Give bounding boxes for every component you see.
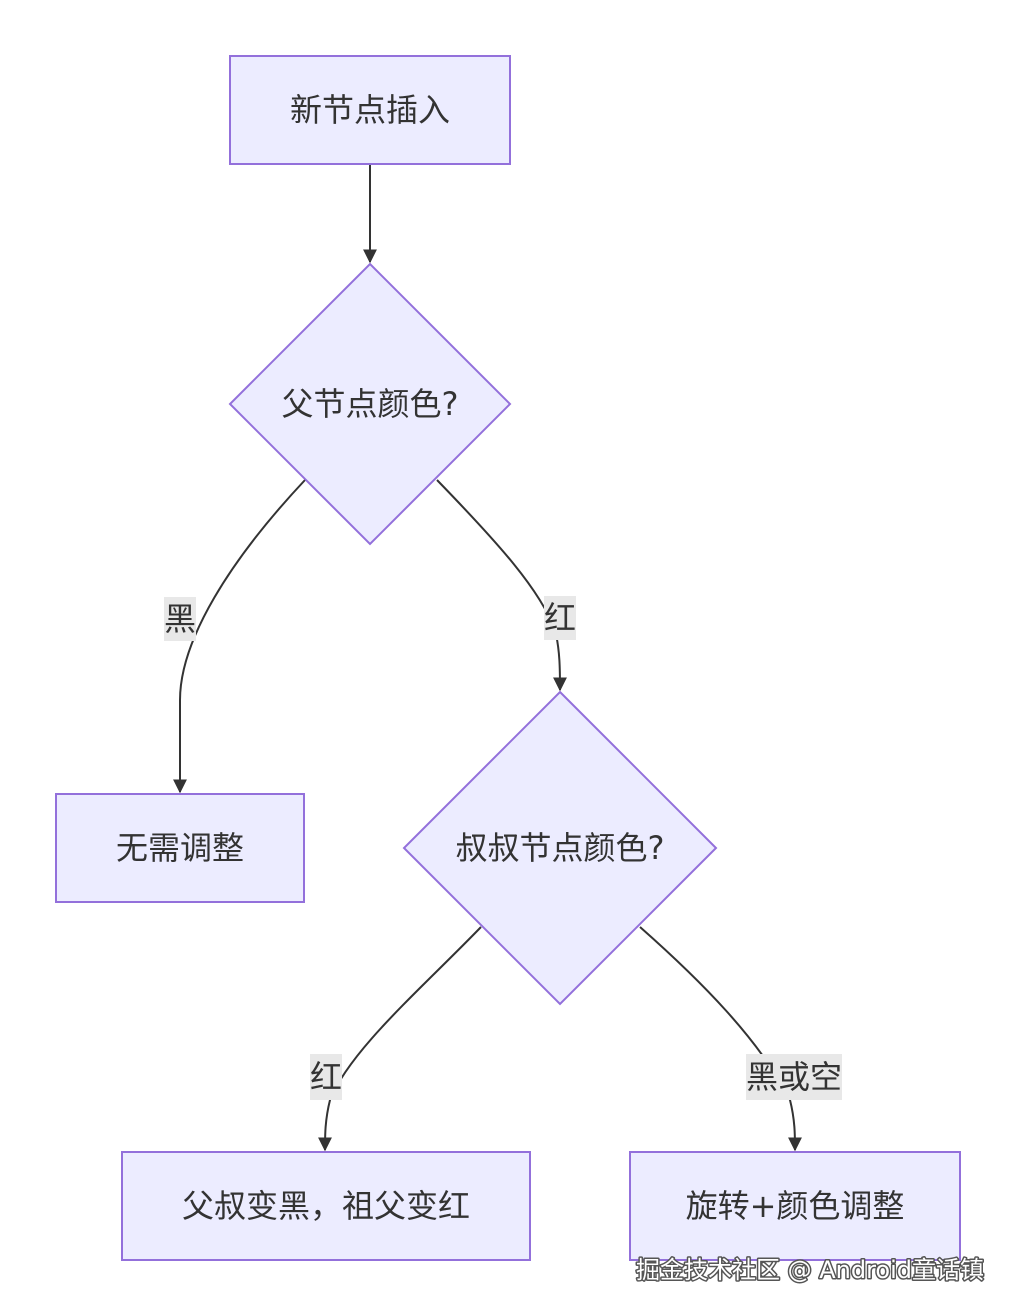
watermark: 掘金技术社区 @ Android童话镇 (636, 1256, 984, 1284)
edge-label-parent-black-text: 黑 (164, 600, 196, 638)
edge-label-uncle-red: 红 (310, 1054, 342, 1100)
edge-parent-black (173, 479, 306, 794)
node-parent-color-label: 父节点颜色? (282, 385, 459, 423)
node-recolor: 父叔变黑，祖父变红 (121, 1151, 531, 1261)
node-rotate: 旋转+颜色调整 (629, 1151, 961, 1261)
edge-label-parent-red: 红 (544, 596, 576, 640)
edge-label-uncle-red-text: 红 (310, 1058, 342, 1096)
node-new-node-insert: 新节点插入 (229, 55, 511, 165)
node-rotate-label: 旋转+颜色调整 (686, 1187, 905, 1225)
node-recolor-label: 父叔变黑，祖父变红 (182, 1187, 470, 1225)
node-uncle-color-decision: 叔叔节点颜色? (402, 690, 718, 1006)
node-no-adjust: 无需调整 (55, 793, 305, 903)
edge-uncle-red (318, 926, 482, 1152)
edge-label-uncle-black-or-null-text: 黑或空 (746, 1058, 842, 1096)
edge-label-uncle-black-or-null: 黑或空 (746, 1054, 842, 1100)
node-parent-color-decision: 父节点颜色? (228, 262, 512, 546)
edge-parent-red (436, 479, 567, 692)
node-no-adjust-label: 无需调整 (116, 829, 244, 867)
edge-label-parent-red-text: 红 (544, 599, 576, 637)
edge-uncle-black-or-null (639, 926, 802, 1152)
node-new-node-insert-label: 新节点插入 (290, 91, 450, 129)
edge-label-parent-black: 黑 (164, 597, 196, 641)
node-uncle-color-label: 叔叔节点颜色? (456, 829, 665, 867)
